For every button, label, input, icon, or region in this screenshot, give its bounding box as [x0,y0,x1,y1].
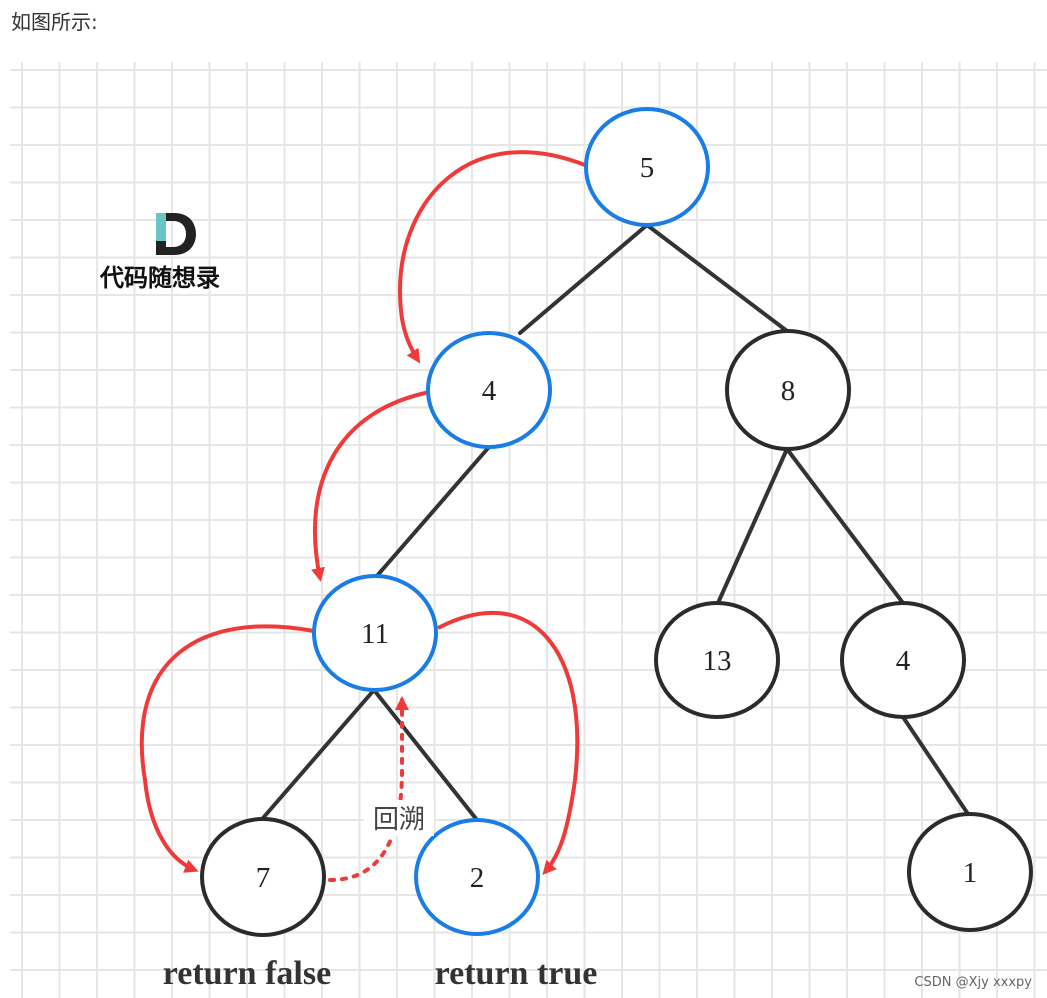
node-2: 2 [414,818,540,936]
node-2-label: 2 [470,862,485,894]
traversal-arrows [139,150,586,882]
tree-nodes: 5 4 8 11 13 4 7 2 [200,107,1033,937]
edge-11-7 [261,688,376,820]
edge-11-2 [372,688,479,822]
arrow-11-to-7 [139,624,315,873]
node-5-label: 5 [640,152,655,184]
node-7: 7 [200,817,326,937]
node-1: 1 [907,812,1033,932]
edge-8-13 [716,447,789,605]
watermark: CSDN @Xjy xxxpy [914,975,1032,990]
node-8: 8 [725,329,851,451]
node-11: 11 [312,574,438,692]
arrow-5-to-4 [397,150,586,364]
edge-5-4 [518,223,649,335]
node-13-label: 13 [703,645,732,677]
edge-5-8 [645,223,789,333]
logo: 代码随想录 [99,213,220,292]
arrow-backtrack [328,696,409,882]
node-5: 5 [584,107,710,227]
edge-4-11 [374,445,491,579]
edge-8-4r [785,447,905,605]
backtrack-label: 回溯 [373,805,425,835]
node-13: 13 [654,601,780,719]
logo-text: 代码随想录 [99,264,220,292]
node-11-label: 11 [361,618,389,650]
logo-d-icon [156,213,196,255]
node-4-right-label: 4 [896,645,911,677]
return-true-label: return true [435,955,598,992]
edge-4r-1 [901,715,970,816]
node-1-label: 1 [963,857,978,889]
return-false-label: return false [163,955,331,992]
backtrack-label-bg [364,800,434,836]
arrow-4-to-11 [311,390,431,582]
node-7-label: 7 [256,862,271,894]
node-4-right: 4 [840,601,966,719]
node-4-label: 4 [482,375,497,407]
caption-text: 如图所示: [11,10,98,34]
node-8-label: 8 [781,375,796,407]
tree-edges [261,223,970,822]
node-4: 4 [426,331,552,449]
arrow-11-to-2 [437,610,580,876]
